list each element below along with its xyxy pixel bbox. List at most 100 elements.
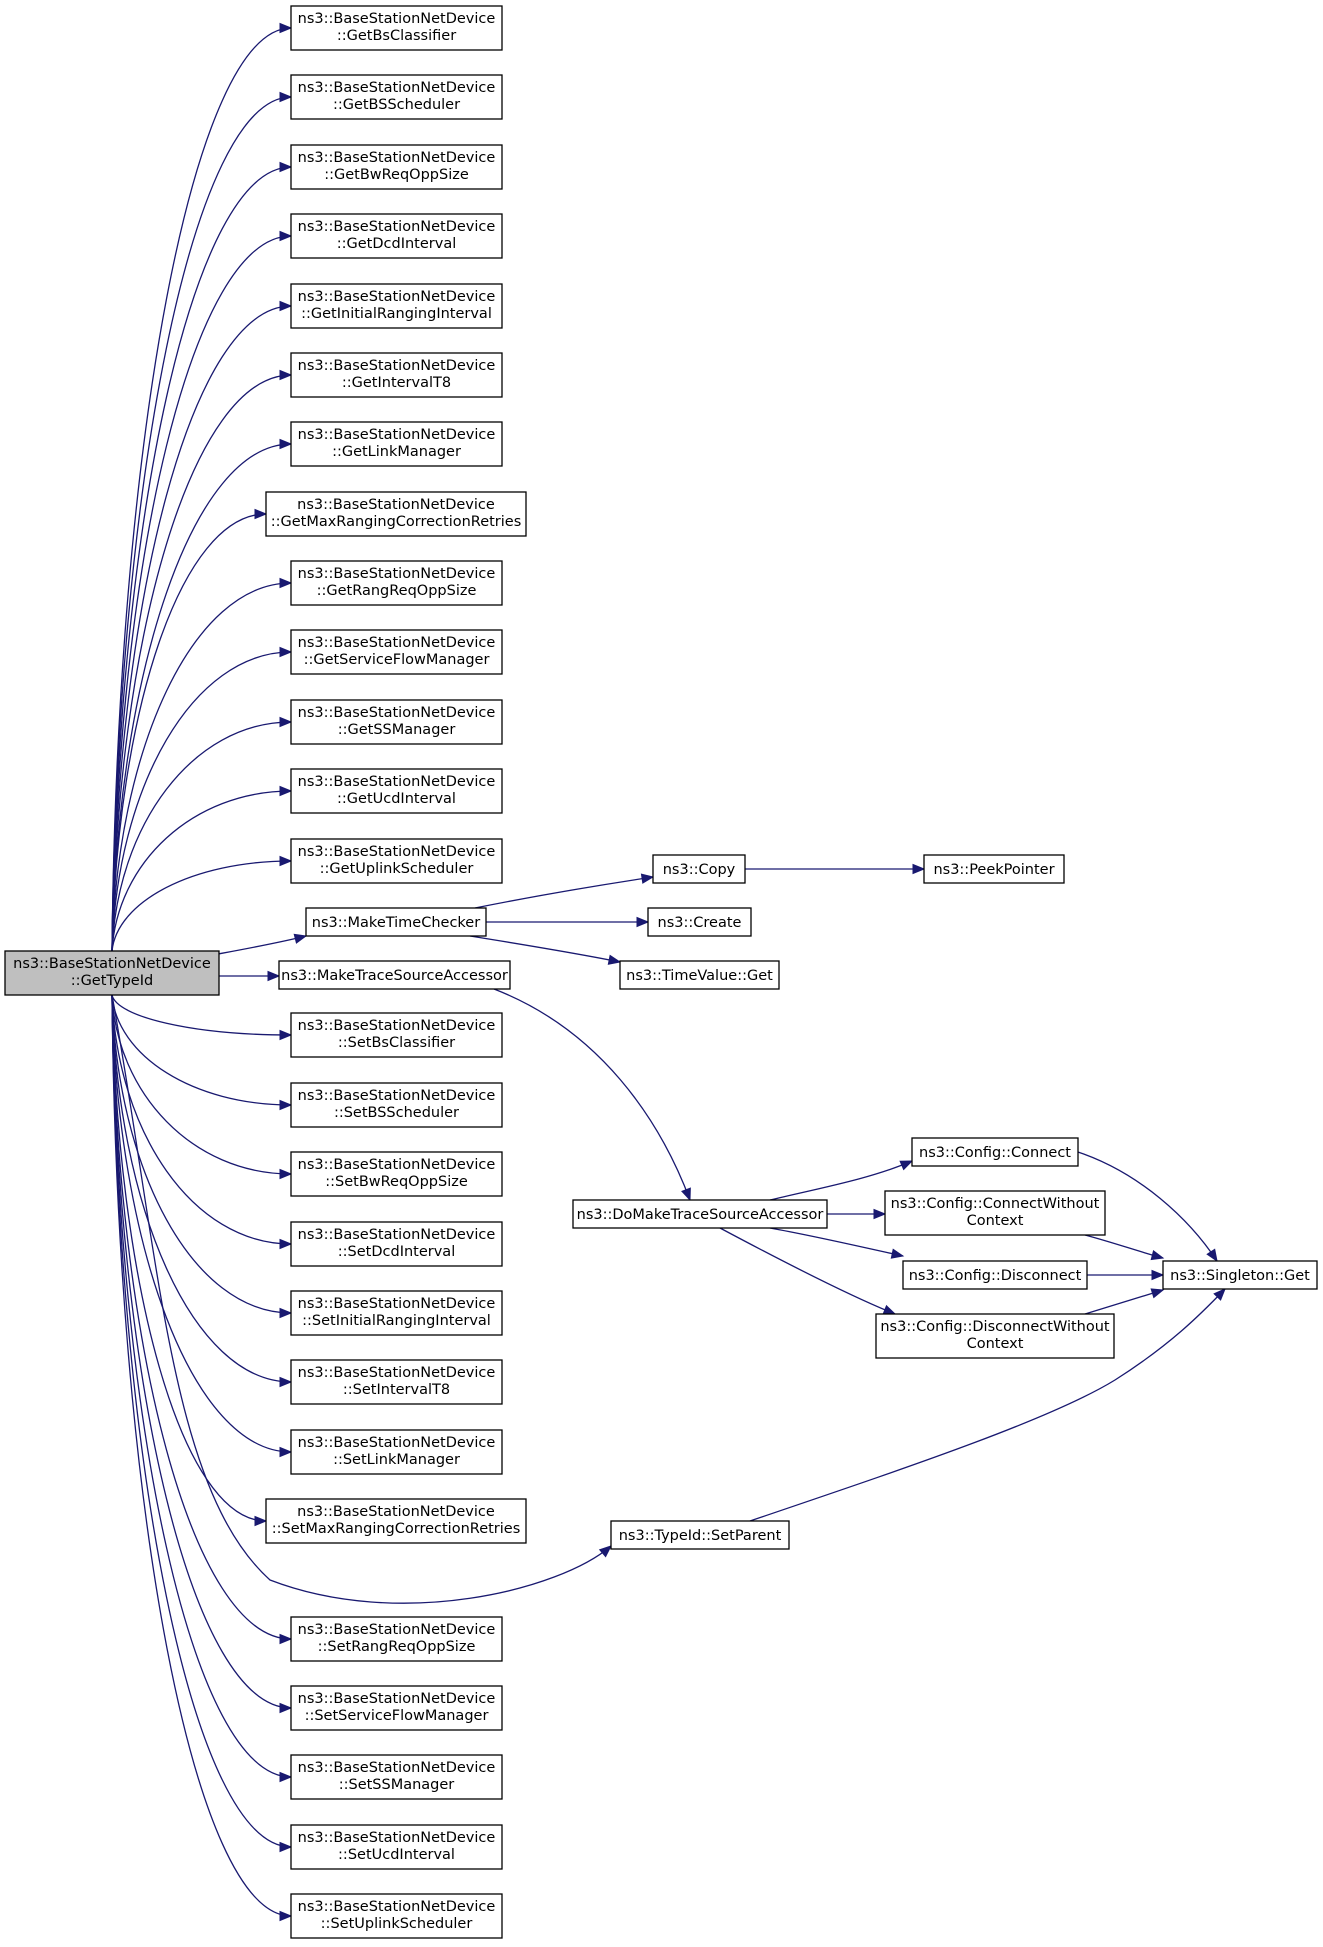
edge-root-to-n13 xyxy=(111,860,292,952)
node-label-line: ns3::BaseStationNetDevice xyxy=(13,956,211,972)
node-cdisconnect[interactable]: ns3::Config::Disconnect xyxy=(902,1260,1088,1290)
node-label-line: ::GetServiceFlowManager xyxy=(304,652,490,668)
node-n5[interactable]: ns3::BaseStationNetDevice::GetInitialRan… xyxy=(290,283,503,329)
node-singleton[interactable]: ns3::Singleton::Get xyxy=(1162,1260,1318,1290)
node-s6[interactable]: ns3::BaseStationNetDevice::SetIntervalT8 xyxy=(290,1359,503,1405)
node-s2[interactable]: ns3::BaseStationNetDevice::SetBSSchedule… xyxy=(290,1082,503,1128)
edge-root-to-s6 xyxy=(111,994,292,1383)
arrowhead-n7 xyxy=(279,438,293,450)
arrowhead-n6 xyxy=(279,369,293,381)
edge-layer xyxy=(111,22,1226,1922)
node-label-line: Context xyxy=(967,1213,1024,1229)
node-box xyxy=(290,699,503,745)
node-box xyxy=(290,1754,503,1800)
node-label-line: ns3::BaseStationNetDevice xyxy=(298,289,496,305)
node-label-line: ns3::BaseStationNetDevice xyxy=(298,705,496,721)
edge-root-to-setparent xyxy=(111,994,612,1604)
edge-root-to-s10 xyxy=(111,994,292,1709)
node-s7[interactable]: ns3::BaseStationNetDevice::SetLinkManage… xyxy=(290,1429,503,1475)
node-s9[interactable]: ns3::BaseStationNetDevice::SetRangReqOpp… xyxy=(290,1616,503,1662)
node-n11[interactable]: ns3::BaseStationNetDevice::GetSSManager xyxy=(290,699,503,745)
node-s3[interactable]: ns3::BaseStationNetDevice::SetBwReqOppSi… xyxy=(290,1151,503,1197)
arrowhead-mtsa xyxy=(267,970,281,982)
node-label-line: ::SetRangReqOppSize xyxy=(318,1639,476,1655)
node-s10[interactable]: ns3::BaseStationNetDevice::SetServiceFlo… xyxy=(290,1685,503,1731)
node-s5[interactable]: ns3::BaseStationNetDevice::SetInitialRan… xyxy=(290,1290,503,1336)
node-label-line: ns3::Config::Disconnect xyxy=(909,1268,1082,1284)
node-label-line: ::SetUcdInterval xyxy=(338,1847,455,1863)
node-label-line: ns3::BaseStationNetDevice xyxy=(298,844,496,860)
node-label-line: ns3::PeekPointer xyxy=(933,862,1054,878)
node-label-line: ns3::BaseStationNetDevice xyxy=(298,1899,496,1915)
edge-root-to-n12 xyxy=(111,790,292,952)
node-n9[interactable]: ns3::BaseStationNetDevice::GetRangReqOpp… xyxy=(290,560,503,606)
node-create[interactable]: ns3::Create xyxy=(647,907,752,937)
node-n8[interactable]: ns3::BaseStationNetDevice::GetMaxRanging… xyxy=(265,491,527,537)
node-label-line: ::GetLinkManager xyxy=(332,444,461,460)
node-n10[interactable]: ns3::BaseStationNetDevice::GetServiceFlo… xyxy=(290,629,503,675)
node-dmtsa[interactable]: ns3::DoMakeTraceSourceAccessor xyxy=(572,1199,828,1229)
node-mtc[interactable]: ns3::MakeTimeChecker xyxy=(305,907,487,937)
node-label-line: ns3::BaseStationNetDevice xyxy=(298,1365,496,1381)
node-n3[interactable]: ns3::BaseStationNetDevice::GetBwReqOppSi… xyxy=(290,144,503,190)
node-box xyxy=(278,960,511,990)
arrowhead-s9 xyxy=(279,1633,293,1645)
node-box xyxy=(265,1498,527,1544)
edge-root-to-s7 xyxy=(111,994,292,1453)
arrowhead-n8 xyxy=(254,508,268,520)
node-s1[interactable]: ns3::BaseStationNetDevice::SetBsClassifi… xyxy=(290,1012,503,1058)
node-label-line: ::SetBwReqOppSize xyxy=(325,1174,468,1190)
node-label-line: ns3::BaseStationNetDevice xyxy=(298,1018,496,1034)
node-cconnect[interactable]: ns3::Config::Connect xyxy=(911,1137,1079,1167)
node-label-line: ::GetBSScheduler xyxy=(333,97,460,113)
node-s12[interactable]: ns3::BaseStationNetDevice::SetUcdInterva… xyxy=(290,1824,503,1870)
node-box xyxy=(290,768,503,814)
node-box xyxy=(619,960,780,990)
arrowhead-peek xyxy=(912,863,926,875)
edge-root-to-n7 xyxy=(111,443,292,952)
node-mtsa[interactable]: ns3::MakeTraceSourceAccessor xyxy=(278,960,511,990)
node-n7[interactable]: ns3::BaseStationNetDevice::GetLinkManage… xyxy=(290,421,503,467)
edge-root-to-n3 xyxy=(111,166,292,952)
node-label-line: ::GetInitialRangingInterval xyxy=(301,306,492,322)
node-s13[interactable]: ns3::BaseStationNetDevice::SetUplinkSche… xyxy=(290,1893,503,1939)
node-box xyxy=(290,283,503,329)
node-label-line: ns3::BaseStationNetDevice xyxy=(298,566,496,582)
node-box xyxy=(290,1221,503,1267)
node-label-line: ns3::BaseStationNetDevice xyxy=(298,1088,496,1104)
node-label-line: ns3::DoMakeTraceSourceAccessor xyxy=(577,1207,824,1223)
node-copy[interactable]: ns3::Copy xyxy=(652,854,746,884)
node-box xyxy=(4,950,220,996)
arrowhead-singleton xyxy=(1150,1288,1165,1299)
node-n12[interactable]: ns3::BaseStationNetDevice::GetUcdInterva… xyxy=(290,768,503,814)
node-n6[interactable]: ns3::BaseStationNetDevice::GetIntervalT8 xyxy=(290,352,503,398)
node-label-line: ns3::BaseStationNetDevice xyxy=(298,1435,496,1451)
node-box xyxy=(290,213,503,259)
node-s4[interactable]: ns3::BaseStationNetDevice::SetDcdInterva… xyxy=(290,1221,503,1267)
node-n13[interactable]: ns3::BaseStationNetDevice::GetUplinkSche… xyxy=(290,838,503,884)
node-s11[interactable]: ns3::BaseStationNetDevice::SetSSManager xyxy=(290,1754,503,1800)
node-peek[interactable]: ns3::PeekPointer xyxy=(923,854,1065,884)
node-setparent[interactable]: ns3::TypeId::SetParent xyxy=(610,1520,790,1550)
arrowhead-n13 xyxy=(279,855,293,867)
node-label-line: ns3::BaseStationNetDevice xyxy=(298,1622,496,1638)
arrowhead-s7 xyxy=(279,1446,293,1458)
node-box xyxy=(290,74,503,120)
node-n1[interactable]: ns3::BaseStationNetDevice::GetBsClassifi… xyxy=(290,5,503,51)
node-root[interactable]: ns3::BaseStationNetDevice::GetTypeId xyxy=(4,950,220,996)
node-n4[interactable]: ns3::BaseStationNetDevice::GetDcdInterva… xyxy=(290,213,503,259)
node-tvget[interactable]: ns3::TimeValue::Get xyxy=(619,960,780,990)
node-n2[interactable]: ns3::BaseStationNetDevice::GetBSSchedule… xyxy=(290,74,503,120)
edge-root-to-n9 xyxy=(111,582,292,952)
node-label-line: ::SetUplinkScheduler xyxy=(321,1916,473,1932)
node-label-line: ::SetIntervalT8 xyxy=(343,1382,450,1398)
node-box xyxy=(290,144,503,190)
arrowhead-singleton xyxy=(1206,1248,1218,1263)
node-label-line: ::GetUcdInterval xyxy=(337,791,456,807)
node-label-line: ::GetIntervalT8 xyxy=(342,375,451,391)
node-label-line: ns3::TimeValue::Get xyxy=(626,968,773,984)
node-s8[interactable]: ns3::BaseStationNetDevice::SetMaxRanging… xyxy=(265,1498,527,1544)
node-label-line: ::SetBsClassifier xyxy=(338,1035,455,1051)
